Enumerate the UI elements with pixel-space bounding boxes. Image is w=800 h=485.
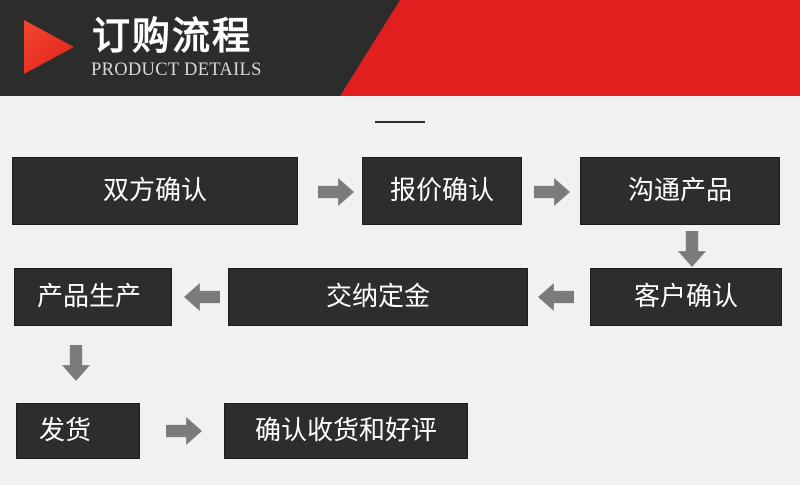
step-label: 交纳定金 <box>325 282 430 312</box>
arrow-right-icon <box>534 178 570 206</box>
step-label: 沟通产品 <box>627 176 732 206</box>
page-subtitle: PRODUCT DETAILS <box>91 60 262 80</box>
header-banner: 订购流程 PRODUCT DETAILS <box>0 0 800 96</box>
page-title: 订购流程 <box>92 14 253 58</box>
arrow-down-icon <box>62 345 90 381</box>
step-label: 产品生产 <box>37 282 142 312</box>
step-box-quote-confirmation: 报价确认 <box>362 157 522 225</box>
step-label: 发货 <box>39 416 92 446</box>
arrow-right-icon <box>166 417 202 445</box>
step-box-mutual-confirmation: 双方确认 <box>12 157 298 225</box>
step-label: 确认收货和好评 <box>254 416 437 446</box>
arrow-left-icon <box>184 283 220 311</box>
step-label: 报价确认 <box>389 176 494 206</box>
section-divider <box>375 121 425 123</box>
step-box-production: 产品生产 <box>14 268 172 326</box>
step-box-shipping: 发货 <box>16 403 140 459</box>
arrow-left-icon <box>538 283 574 311</box>
step-label: 客户确认 <box>633 282 738 312</box>
step-box-customer-confirmation: 客户确认 <box>590 268 782 326</box>
step-box-product-communication: 沟通产品 <box>580 157 780 225</box>
arrow-down-icon <box>678 231 706 267</box>
step-box-deposit-payment: 交纳定金 <box>228 268 528 326</box>
step-box-receipt-and-review: 确认收货和好评 <box>224 403 468 459</box>
arrow-right-icon <box>318 178 354 206</box>
step-label: 双方确认 <box>102 176 207 206</box>
